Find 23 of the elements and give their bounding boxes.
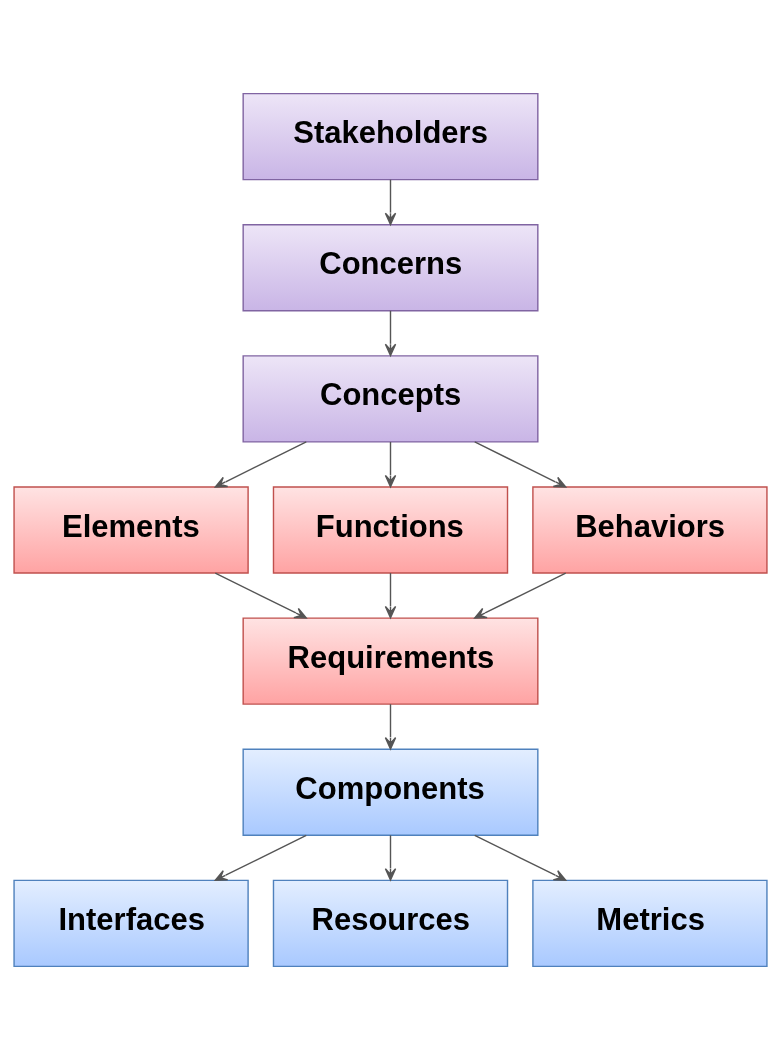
node-box: Behaviors [532, 485, 768, 574]
node-box: Elements [13, 485, 249, 574]
arrow [214, 834, 307, 881]
node-box: Components [242, 748, 539, 836]
node-box: Functions [272, 485, 509, 574]
arrow [384, 834, 397, 881]
node-box: Metrics [532, 879, 768, 967]
arrow [384, 178, 397, 225]
arrow [214, 571, 307, 619]
arrow [474, 440, 567, 488]
arrow [384, 309, 397, 356]
arrow [474, 571, 567, 619]
arrow [384, 440, 397, 487]
node-box: Resources [272, 879, 509, 967]
node-box: Concerns [242, 223, 539, 311]
node-box: Concepts [242, 354, 539, 443]
node-box: Stakeholders [242, 92, 539, 180]
arrow [384, 703, 397, 750]
arrow [214, 440, 307, 488]
node-box: Interfaces [13, 879, 249, 967]
arrow [474, 834, 567, 881]
node-box: Requirements [242, 616, 539, 705]
arrow [384, 571, 397, 619]
